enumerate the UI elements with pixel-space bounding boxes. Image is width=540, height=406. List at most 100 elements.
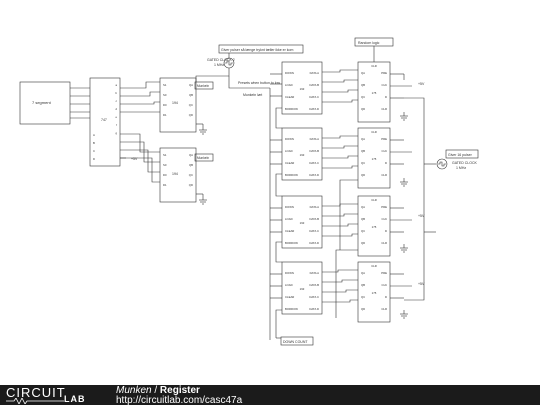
munkeln-tag-1 [194, 81, 214, 90]
decoder-pin-label: D [93, 157, 95, 161]
logo-top-text: CIRCUIT [6, 385, 66, 400]
counter-pin-label: DATA D [309, 107, 319, 111]
preset-label: Presets when button to low [238, 81, 280, 85]
counter-pin-label: LOAD [285, 217, 293, 221]
register-2 [357, 127, 391, 189]
pin-labels: ABCDabcdefgS1S0D0D1QAQBQCQDS1S0D0D1QAQBQ… [93, 64, 387, 311]
register-pin-label: QB [361, 149, 365, 153]
logo-bottom-text: LAB [64, 394, 86, 404]
counter-pin-label: DATA A [310, 271, 320, 275]
register-part-label: 175 [372, 225, 377, 229]
ground-symbol [400, 112, 408, 319]
decoder-pin-label: C [93, 149, 95, 153]
gated-clock-freq: 1 MHz [456, 166, 466, 170]
register-output-wires [390, 73, 436, 301]
decoder-part: 747 [101, 118, 107, 122]
ready-label: Munkeln lørt [243, 93, 262, 97]
register-pin-label: PRE [381, 71, 387, 75]
shift-register-pin-label: D1 [163, 113, 167, 117]
circuit-title: Register [159, 385, 200, 396]
supply-label: +5V [131, 157, 138, 161]
credit-separator: / [151, 385, 160, 396]
register-pin-label: PRE [381, 137, 387, 141]
shift-register-pin-label: QC [189, 103, 193, 107]
register-pin-label: QA [361, 137, 365, 141]
munkeln-tag-2 [194, 153, 214, 162]
gated-clock-label: GATED CLOCK [452, 161, 477, 165]
counter-pin-label: DATA B [309, 283, 319, 287]
shift-register-pin-label: D1 [163, 183, 167, 187]
register-top-label: CLR [371, 198, 377, 202]
counter-pin-label: DATA A [310, 137, 320, 141]
register-pin-label: CLK [382, 217, 388, 221]
register-3 [357, 195, 391, 257]
shift-register-pin-label: D0 [163, 103, 167, 107]
counter-pin-label: LOAD [285, 83, 293, 87]
circuit-credit: Munken / Register [116, 385, 200, 396]
seven-segment-wires [70, 87, 90, 119]
decoder-pin-label: g [115, 131, 117, 135]
register-pin-label: CLR [381, 173, 387, 177]
counter-4 [281, 261, 323, 315]
register-pin-label: CLR [381, 241, 387, 245]
register-pin-label: QD [361, 173, 365, 177]
register-pin-label: D [385, 161, 387, 165]
shift-register-pin-label: QD [189, 113, 193, 117]
footer-bar: CIRCUIT LAB Munken / Register http://cir… [0, 385, 540, 406]
counter-pin-label: CLEAR [285, 161, 294, 165]
register-pin-label: D [385, 295, 387, 299]
supply-label: +5V [418, 214, 425, 218]
register-pin-label: QC [361, 295, 365, 299]
random-logic-text: Random logic [358, 41, 380, 45]
register-pin-label: QD [361, 241, 365, 245]
counter-pin-label: BORROW [285, 241, 298, 245]
register-pin-label: CLR [381, 307, 387, 311]
register-part-label: 175 [372, 157, 377, 161]
register-pin-label: CLR [381, 107, 387, 111]
counter-pin-label: DATA A [310, 205, 320, 209]
register-pin-label: QB [361, 83, 365, 87]
counter-pin-label: LOAD [285, 283, 293, 287]
counter-3 [281, 195, 323, 249]
counter-part-label: 193 [300, 87, 305, 91]
register-pin-label: QA [361, 271, 365, 275]
register-pin-label: QB [361, 217, 365, 221]
register-pin-label: QA [361, 71, 365, 75]
decoder-pin-label: b [115, 91, 117, 95]
register-pin-label: QD [361, 307, 365, 311]
decoder-pin-label: a [115, 83, 117, 87]
down-count-box [280, 336, 314, 346]
shift-register-pin-label: S1 [163, 153, 167, 157]
register-pin-label: PRE [381, 205, 387, 209]
counter-pin-label: CLEAR [285, 95, 294, 99]
counter-pin-label: BORROW [285, 307, 298, 311]
decoder-pin-label: A [93, 133, 95, 137]
register-4 [357, 261, 391, 323]
shift-register-pin-label: S0 [163, 163, 167, 167]
decoder-pin-label: B [93, 141, 95, 145]
counter-pin-label: DATA C [309, 161, 319, 165]
shift-register-pin-label: S1 [163, 83, 167, 87]
author-name[interactable]: Munken [116, 385, 152, 396]
munkeln-tag-1-text: Munkeln [197, 84, 209, 88]
circuit-url[interactable]: http://circuitlab.com/casc47a [116, 395, 243, 406]
seven-segment-label: 7 segment [32, 100, 52, 105]
circuitlab-logo[interactable]: CIRCUIT LAB [0, 385, 110, 405]
register-top-label: CLR [371, 130, 377, 134]
counter-part-label: 193 [300, 221, 305, 225]
counter-pin-label: DOWN [285, 205, 294, 209]
shift-register-pin-label: D0 [163, 173, 167, 177]
register-pin-label: QD [361, 107, 365, 111]
note-top-text: Giver pulser så længe tryknt tæller ikke… [221, 48, 293, 52]
munkeln-tag-2-text: Munkeln [197, 156, 209, 160]
counter-pin-label: CLEAR [285, 295, 294, 299]
shift-register-pin-label: QB [189, 163, 193, 167]
register-pin-label: CLK [382, 283, 388, 287]
shift-register-pin-label: QD [189, 183, 193, 187]
shift-register-1-part: 194 [172, 101, 178, 105]
counter-pin-label: DATA C [309, 229, 319, 233]
register-part-label: 175 [372, 91, 377, 95]
supply-label: +5V [418, 282, 425, 286]
register-pin-label: CLK [382, 83, 388, 87]
counter-pin-label: DATA C [309, 295, 319, 299]
